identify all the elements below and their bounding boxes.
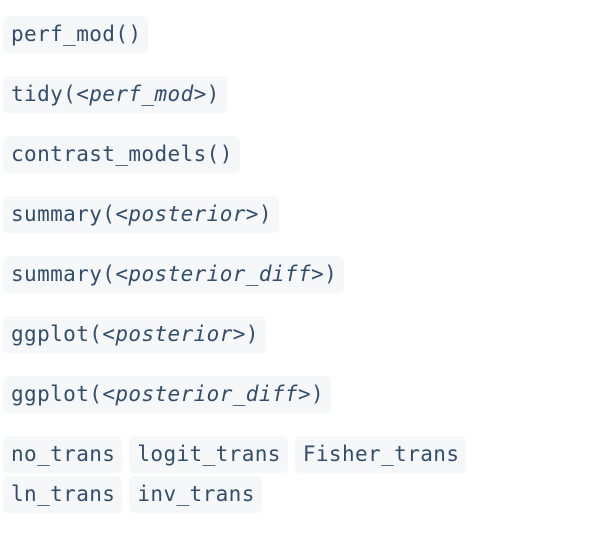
reference-row: ggplot(<posterior>) xyxy=(3,316,588,353)
summary-posterior-diff-link[interactable]: summary(<posterior_diff>) xyxy=(3,256,345,293)
class-argument: <posterior_diff> xyxy=(115,262,325,286)
perf-mod-link[interactable]: perf_mod() xyxy=(3,16,149,53)
function-name: tidy( xyxy=(11,82,77,106)
logit-trans-link[interactable]: logit_trans xyxy=(129,436,288,473)
fisher-trans-link[interactable]: Fisher_trans xyxy=(294,436,467,473)
no-trans-link[interactable]: no_trans xyxy=(3,436,123,473)
transform-row: no_trans logit_trans Fisher_trans xyxy=(3,436,588,473)
ggplot-posterior-link[interactable]: ggplot(<posterior>) xyxy=(3,316,266,353)
function-name: ggplot( xyxy=(11,322,103,346)
reference-row: ggplot(<posterior_diff>) xyxy=(3,376,588,413)
transformation-functions: no_trans logit_trans Fisher_trans ln_tra… xyxy=(3,436,588,516)
class-argument: <posterior_diff> xyxy=(102,382,312,406)
function-name: summary( xyxy=(11,202,116,226)
closing-paren: ) xyxy=(258,202,272,226)
function-name: contrast_models() xyxy=(11,142,233,166)
closing-paren: ) xyxy=(324,262,338,286)
closing-paren: ) xyxy=(245,322,259,346)
reference-row: summary(<posterior>) xyxy=(3,196,588,233)
function-name: ggplot( xyxy=(11,382,103,406)
reference-function-list: perf_mod() tidy(<perf_mod>) contrast_mod… xyxy=(3,16,588,436)
function-name: summary( xyxy=(11,262,116,286)
class-argument: <perf_mod> xyxy=(76,82,207,106)
closing-paren: ) xyxy=(311,382,325,406)
closing-paren: ) xyxy=(206,82,220,106)
tidy-perf-mod-link[interactable]: tidy(<perf_mod>) xyxy=(3,76,227,113)
function-name: perf_mod() xyxy=(11,22,142,46)
transform-row: ln_trans inv_trans xyxy=(3,476,588,513)
inv-trans-link[interactable]: inv_trans xyxy=(129,476,262,513)
ggplot-posterior-diff-link[interactable]: ggplot(<posterior_diff>) xyxy=(3,376,332,413)
reference-row: contrast_models() xyxy=(3,136,588,173)
class-argument: <posterior> xyxy=(102,322,246,346)
reference-row: tidy(<perf_mod>) xyxy=(3,76,588,113)
class-argument: <posterior> xyxy=(115,202,259,226)
contrast-models-link[interactable]: contrast_models() xyxy=(3,136,240,173)
summary-posterior-link[interactable]: summary(<posterior>) xyxy=(3,196,279,233)
reference-row: summary(<posterior_diff>) xyxy=(3,256,588,293)
reference-row: perf_mod() xyxy=(3,16,588,53)
ln-trans-link[interactable]: ln_trans xyxy=(3,476,123,513)
